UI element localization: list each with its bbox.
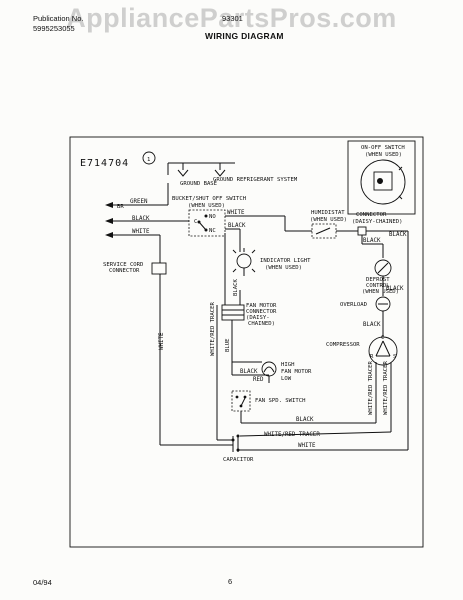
on-off-switch-terminal-block xyxy=(373,171,393,191)
defrost-note: (WHEN USED) xyxy=(362,289,399,295)
overload-label: OVERLOAD xyxy=(340,302,368,308)
fan-motor-connector-block xyxy=(221,304,245,321)
note-ref-number: 1 xyxy=(147,157,150,163)
publication-label: Publication No. xyxy=(33,14,84,23)
connector-note: (DAISY-CHAINED) xyxy=(352,219,403,225)
wire-black-right-1: BLACK xyxy=(389,232,407,238)
defrost-label: DEFROST xyxy=(366,277,390,283)
bucket-switch-label: BUCKET/SHUT OFF SWITCH xyxy=(172,196,246,202)
service-cord-connector xyxy=(151,262,167,275)
service-cord-label-2: CONNECTOR xyxy=(109,268,140,274)
footer-date: 04/94 xyxy=(33,578,52,587)
model-number: 93301 xyxy=(222,14,243,23)
fan-motor-low-label: LOW xyxy=(281,376,292,382)
sheet-title: WIRING DIAGRAM xyxy=(205,31,284,41)
on-off-switch-inset xyxy=(347,140,416,215)
on-off-switch-knob xyxy=(377,178,383,184)
humidistat-note: (WHEN USED) xyxy=(310,217,347,223)
wire-white-red-tracer-right-a: WHITE/RED TRACER xyxy=(368,360,374,415)
humidistat-label: HUMIDISTAT xyxy=(311,210,345,216)
wire-black-fan-label: BLACK xyxy=(240,369,258,375)
compressor-r: R xyxy=(370,354,374,360)
bucket-switch-note: (WHEN USED) xyxy=(188,203,225,209)
fan-speed-switch-label: FAN SPD. SWITCH xyxy=(255,398,306,404)
wire-red-label: RED xyxy=(253,377,264,383)
wire-black-defrost: BLACK xyxy=(386,286,404,292)
ground-base-label: GROUND BASE xyxy=(180,181,218,187)
wire-black-top-label: BLACK xyxy=(228,223,246,229)
cord-white-label: WHITE xyxy=(132,229,150,235)
wire-white-bottom: WHITE xyxy=(298,443,316,449)
connector-label: CONNECTOR xyxy=(356,212,387,218)
compressor-label: COMPRESSOR xyxy=(326,342,360,348)
ground-refrigerant-symbol xyxy=(214,169,226,177)
diagram-frame xyxy=(69,136,424,548)
wire-white-red-tracer-vertical: WHITE/RED TRACER xyxy=(210,301,216,356)
ground-refrigerant-label: GROUND REFRIGERANT SYSTEM xyxy=(213,177,298,183)
daisy-connector-top xyxy=(357,226,367,236)
wire-white-red-tracer-bottom: WHITE/RED TRACER xyxy=(264,432,320,438)
on-off-switch-label: ON-OFF SWITCH xyxy=(361,145,405,151)
fan-motor-high-label: HIGH xyxy=(281,362,294,368)
bucket-switch-no: NO xyxy=(209,214,216,220)
indicator-light-label: INDICATOR LIGHT xyxy=(260,258,311,264)
wire-black-overload: BLACK xyxy=(363,322,381,328)
compressor-symbol xyxy=(368,336,398,366)
cord-br-label: BR xyxy=(117,204,124,210)
compressor-c: C xyxy=(381,335,384,341)
humidistat-box xyxy=(311,223,337,239)
wire-black-bottom: BLACK xyxy=(296,417,314,423)
publication-number: 5995253055 xyxy=(33,24,75,33)
note-ref-circle xyxy=(142,151,156,165)
fan-motor-connector-label-3: (DAISY- xyxy=(246,315,270,321)
wire-black-right-2: BLACK xyxy=(363,238,381,244)
fan-motor-connector-label-4: CHAINED) xyxy=(248,321,275,327)
fan-speed-switch-box xyxy=(231,390,251,412)
wire-black-vertical: BLACK xyxy=(233,279,239,296)
compressor-s: S xyxy=(393,354,396,360)
service-cord-label: SERVICE CORD xyxy=(103,262,144,268)
fan-motor-connector-label: FAN MOTOR xyxy=(246,303,277,309)
wire-white-left-vertical: WHITE xyxy=(159,332,165,350)
bucket-switch-box xyxy=(188,209,226,237)
bucket-switch-nc: NC xyxy=(209,228,216,234)
cord-black-label: BLACK xyxy=(132,216,150,222)
capacitor-label: CAPACITOR xyxy=(223,457,254,463)
indicator-light-note: (WHEN USED) xyxy=(265,265,302,271)
fan-motor-symbol xyxy=(261,361,277,377)
wire-blue-vertical: BLUE xyxy=(225,338,231,352)
cord-green-label: GREEN xyxy=(130,199,148,205)
defrost-label-2: CONTROL xyxy=(366,283,390,289)
fan-motor-label: FAN MOTOR xyxy=(281,369,312,375)
wire-white-red-tracer-right-b: WHITE/RED TRACER xyxy=(383,360,389,415)
diagram-id: E714704 xyxy=(80,158,129,169)
on-off-switch-note: (WHEN USED) xyxy=(365,152,402,158)
fan-motor-connector-label-2: CONNECTOR xyxy=(246,309,277,315)
footer-page-number: 6 xyxy=(228,577,233,586)
ground-base-symbol xyxy=(177,169,189,177)
bucket-switch-c: C xyxy=(194,219,197,225)
indicator-light-bulb xyxy=(236,253,252,269)
on-off-switch-body xyxy=(360,159,406,205)
wire-white-top-label: WHITE xyxy=(227,210,245,216)
